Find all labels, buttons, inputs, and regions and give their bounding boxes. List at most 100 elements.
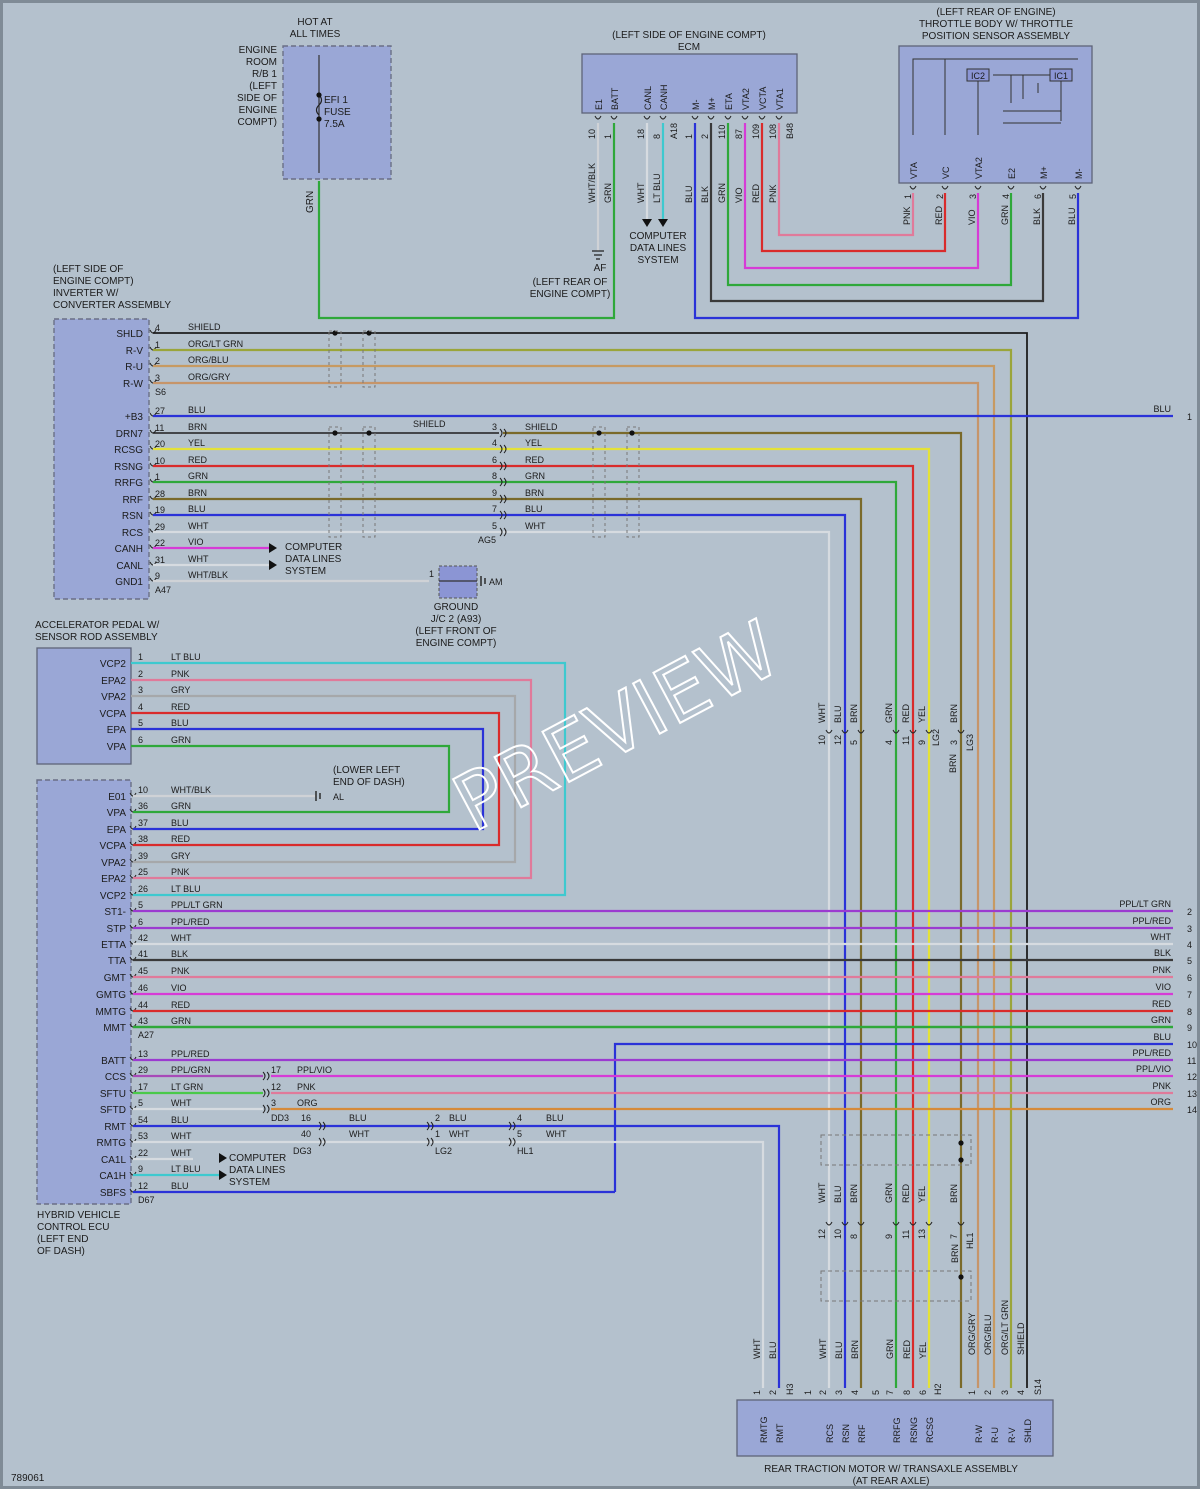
pin-mark bbox=[957, 1221, 965, 1226]
pin-mark bbox=[643, 115, 651, 120]
throttle-pin-number: 5 bbox=[1068, 194, 1078, 199]
rear-s14-num: 1 bbox=[967, 1390, 977, 1395]
hvecu-pin-label: VPA2 bbox=[101, 858, 126, 869]
lg2-pin: 1 bbox=[435, 1129, 440, 1139]
accel-wire-label: BLU bbox=[171, 718, 189, 728]
ecm-wire-label: GRN bbox=[603, 183, 613, 203]
accel-pin-number: 2 bbox=[138, 669, 143, 679]
mid-pin-number: 3 bbox=[949, 740, 959, 745]
lower-pin-number: 13 bbox=[917, 1229, 927, 1239]
wire-rcs bbox=[153, 530, 831, 1388]
hvecu-pin-label: EPA bbox=[107, 825, 127, 836]
hvecu-pin-label: VCPA bbox=[100, 841, 127, 852]
wire-vcpa bbox=[131, 711, 501, 847]
dd3-connector-mark bbox=[262, 1088, 270, 1098]
wire-grn-fuse-ecm bbox=[317, 123, 616, 320]
inverter-pin-label: R-W bbox=[123, 379, 144, 390]
hvecu-footer: HYBRID VEHICLE bbox=[37, 1210, 121, 1221]
accel-pin-number: 1 bbox=[138, 652, 143, 662]
hvecu-wire-label: WHT bbox=[171, 1098, 192, 1108]
cds-arrow bbox=[642, 219, 668, 227]
wire-r-v bbox=[153, 348, 1013, 1388]
inverter-pin-number: 27 bbox=[155, 406, 165, 416]
dd3-connector-id: DD3 bbox=[271, 1113, 289, 1123]
hvecu-wire-label: WHT/BLK bbox=[171, 785, 211, 795]
offpage-wire-label: ORG bbox=[1150, 1097, 1171, 1107]
inverter-connector-a47: A47 bbox=[155, 585, 171, 595]
splice-dot bbox=[958, 1140, 964, 1146]
ic1-label: IC1 bbox=[1054, 71, 1068, 81]
hvecu-connector-d67: D67 bbox=[138, 1195, 155, 1205]
hvecu-wire-label: BLU bbox=[171, 1115, 189, 1125]
hvecu-wire-label: WHT bbox=[171, 1131, 192, 1141]
offpage-number: 4 bbox=[1187, 940, 1192, 950]
hvecu-connector-a27: A27 bbox=[138, 1030, 154, 1040]
offpage-number: 6 bbox=[1187, 973, 1192, 983]
rear-h2-pin: RCSG bbox=[925, 1417, 935, 1443]
ecm-pin-number: 1 bbox=[603, 134, 613, 139]
mid-wire-label: WHT bbox=[817, 702, 827, 723]
offpage-number: 1 bbox=[1187, 412, 1192, 422]
wire-vpa2 bbox=[131, 694, 517, 864]
offpage-number: 2 bbox=[1187, 907, 1192, 917]
rear-h2-num: 3 bbox=[834, 1390, 844, 1395]
accel-pin-number: 3 bbox=[138, 685, 143, 695]
inverter-pin-label: R-U bbox=[125, 362, 143, 373]
ecm-pin-number: 10 bbox=[587, 129, 597, 139]
hvecu-pin-label: CCS bbox=[105, 1072, 126, 1083]
hvecu-pin-number: 10 bbox=[138, 785, 148, 795]
inverter-header: CONVERTER ASSEMBLY bbox=[53, 300, 171, 311]
mid-pin-number: 10 bbox=[817, 735, 827, 745]
offpage-number: 11 bbox=[1187, 1056, 1196, 1066]
inverter-wire-label: RED bbox=[188, 455, 208, 465]
hvecu-pin-label: MMT bbox=[103, 1023, 126, 1034]
offpage-wire-label: VIO bbox=[1155, 982, 1171, 992]
offpage-wire-label: RED bbox=[1152, 999, 1172, 1009]
offpage-wire-label: BLU bbox=[1153, 404, 1171, 414]
rear-s14-pin: SHLD bbox=[1023, 1418, 1033, 1443]
throttle-wire-label: GRN bbox=[1000, 205, 1010, 225]
efi1-fuse-label: EFI 1 bbox=[324, 95, 348, 106]
pin-mark bbox=[775, 115, 783, 120]
fuse-header-text: HOT AT bbox=[297, 17, 332, 28]
throttle-wire-label: VIO bbox=[967, 209, 977, 225]
inverter-computer-data-lines: COMPUTER bbox=[285, 542, 342, 553]
ground-jc2-label: GROUND bbox=[434, 602, 478, 613]
inverter-header: (LEFT SIDE OF bbox=[53, 264, 123, 275]
mid-wire-label: RED bbox=[901, 703, 911, 723]
inverter-connector-s6: S6 bbox=[155, 387, 166, 397]
ground-jc2-label: ENGINE COMPT) bbox=[416, 638, 497, 649]
pin-mark bbox=[758, 115, 766, 120]
ground-al-id: AL bbox=[333, 792, 344, 802]
rear-h2-wire: RED bbox=[902, 1339, 912, 1359]
inline-connector-mark bbox=[508, 1121, 516, 1131]
offpage-number: 13 bbox=[1187, 1089, 1197, 1099]
accel-wire-label: GRY bbox=[171, 685, 190, 695]
lg2-pin: 2 bbox=[435, 1113, 440, 1123]
inverter-pin-number: 3 bbox=[155, 373, 160, 383]
dd3-wire-label: ORG bbox=[297, 1098, 318, 1108]
ecm-pin-label: VCTA bbox=[758, 87, 768, 110]
efi1-fuse-label: 7.5A bbox=[324, 119, 345, 130]
throttle-wire-label: BLK bbox=[1032, 208, 1042, 225]
ecm-pin-number: 108 bbox=[768, 124, 778, 139]
throttle-pin-label: VTA2 bbox=[974, 157, 984, 179]
hvecu-pin-number: 17 bbox=[138, 1082, 148, 1092]
wire-r-u bbox=[153, 364, 996, 1388]
rear-h2-pin: RRFG bbox=[892, 1418, 902, 1444]
hvecu-wire-label: RED bbox=[171, 1000, 191, 1010]
ag5-wire-label: RED bbox=[525, 455, 545, 465]
ag5-pin: 4 bbox=[492, 438, 497, 448]
hvecu-wire-label: BLU bbox=[171, 1181, 189, 1191]
hvecu-wire-label: GRN bbox=[171, 801, 191, 811]
ag5-connector-mark bbox=[499, 510, 507, 520]
ecm-header: ECM bbox=[678, 42, 700, 53]
throttle-pin-label: VC bbox=[941, 166, 951, 179]
wire-mplus bbox=[709, 123, 1045, 303]
offpage-number: 12 bbox=[1187, 1072, 1197, 1082]
ground-jc2-label: (LEFT FRONT OF bbox=[415, 626, 496, 637]
splice-dot bbox=[316, 116, 322, 122]
inverter-pin-label: CANL bbox=[116, 561, 143, 572]
inverter-pin-number: 28 bbox=[155, 489, 165, 499]
inverter-header: ENGINE COMPT) bbox=[53, 276, 134, 287]
